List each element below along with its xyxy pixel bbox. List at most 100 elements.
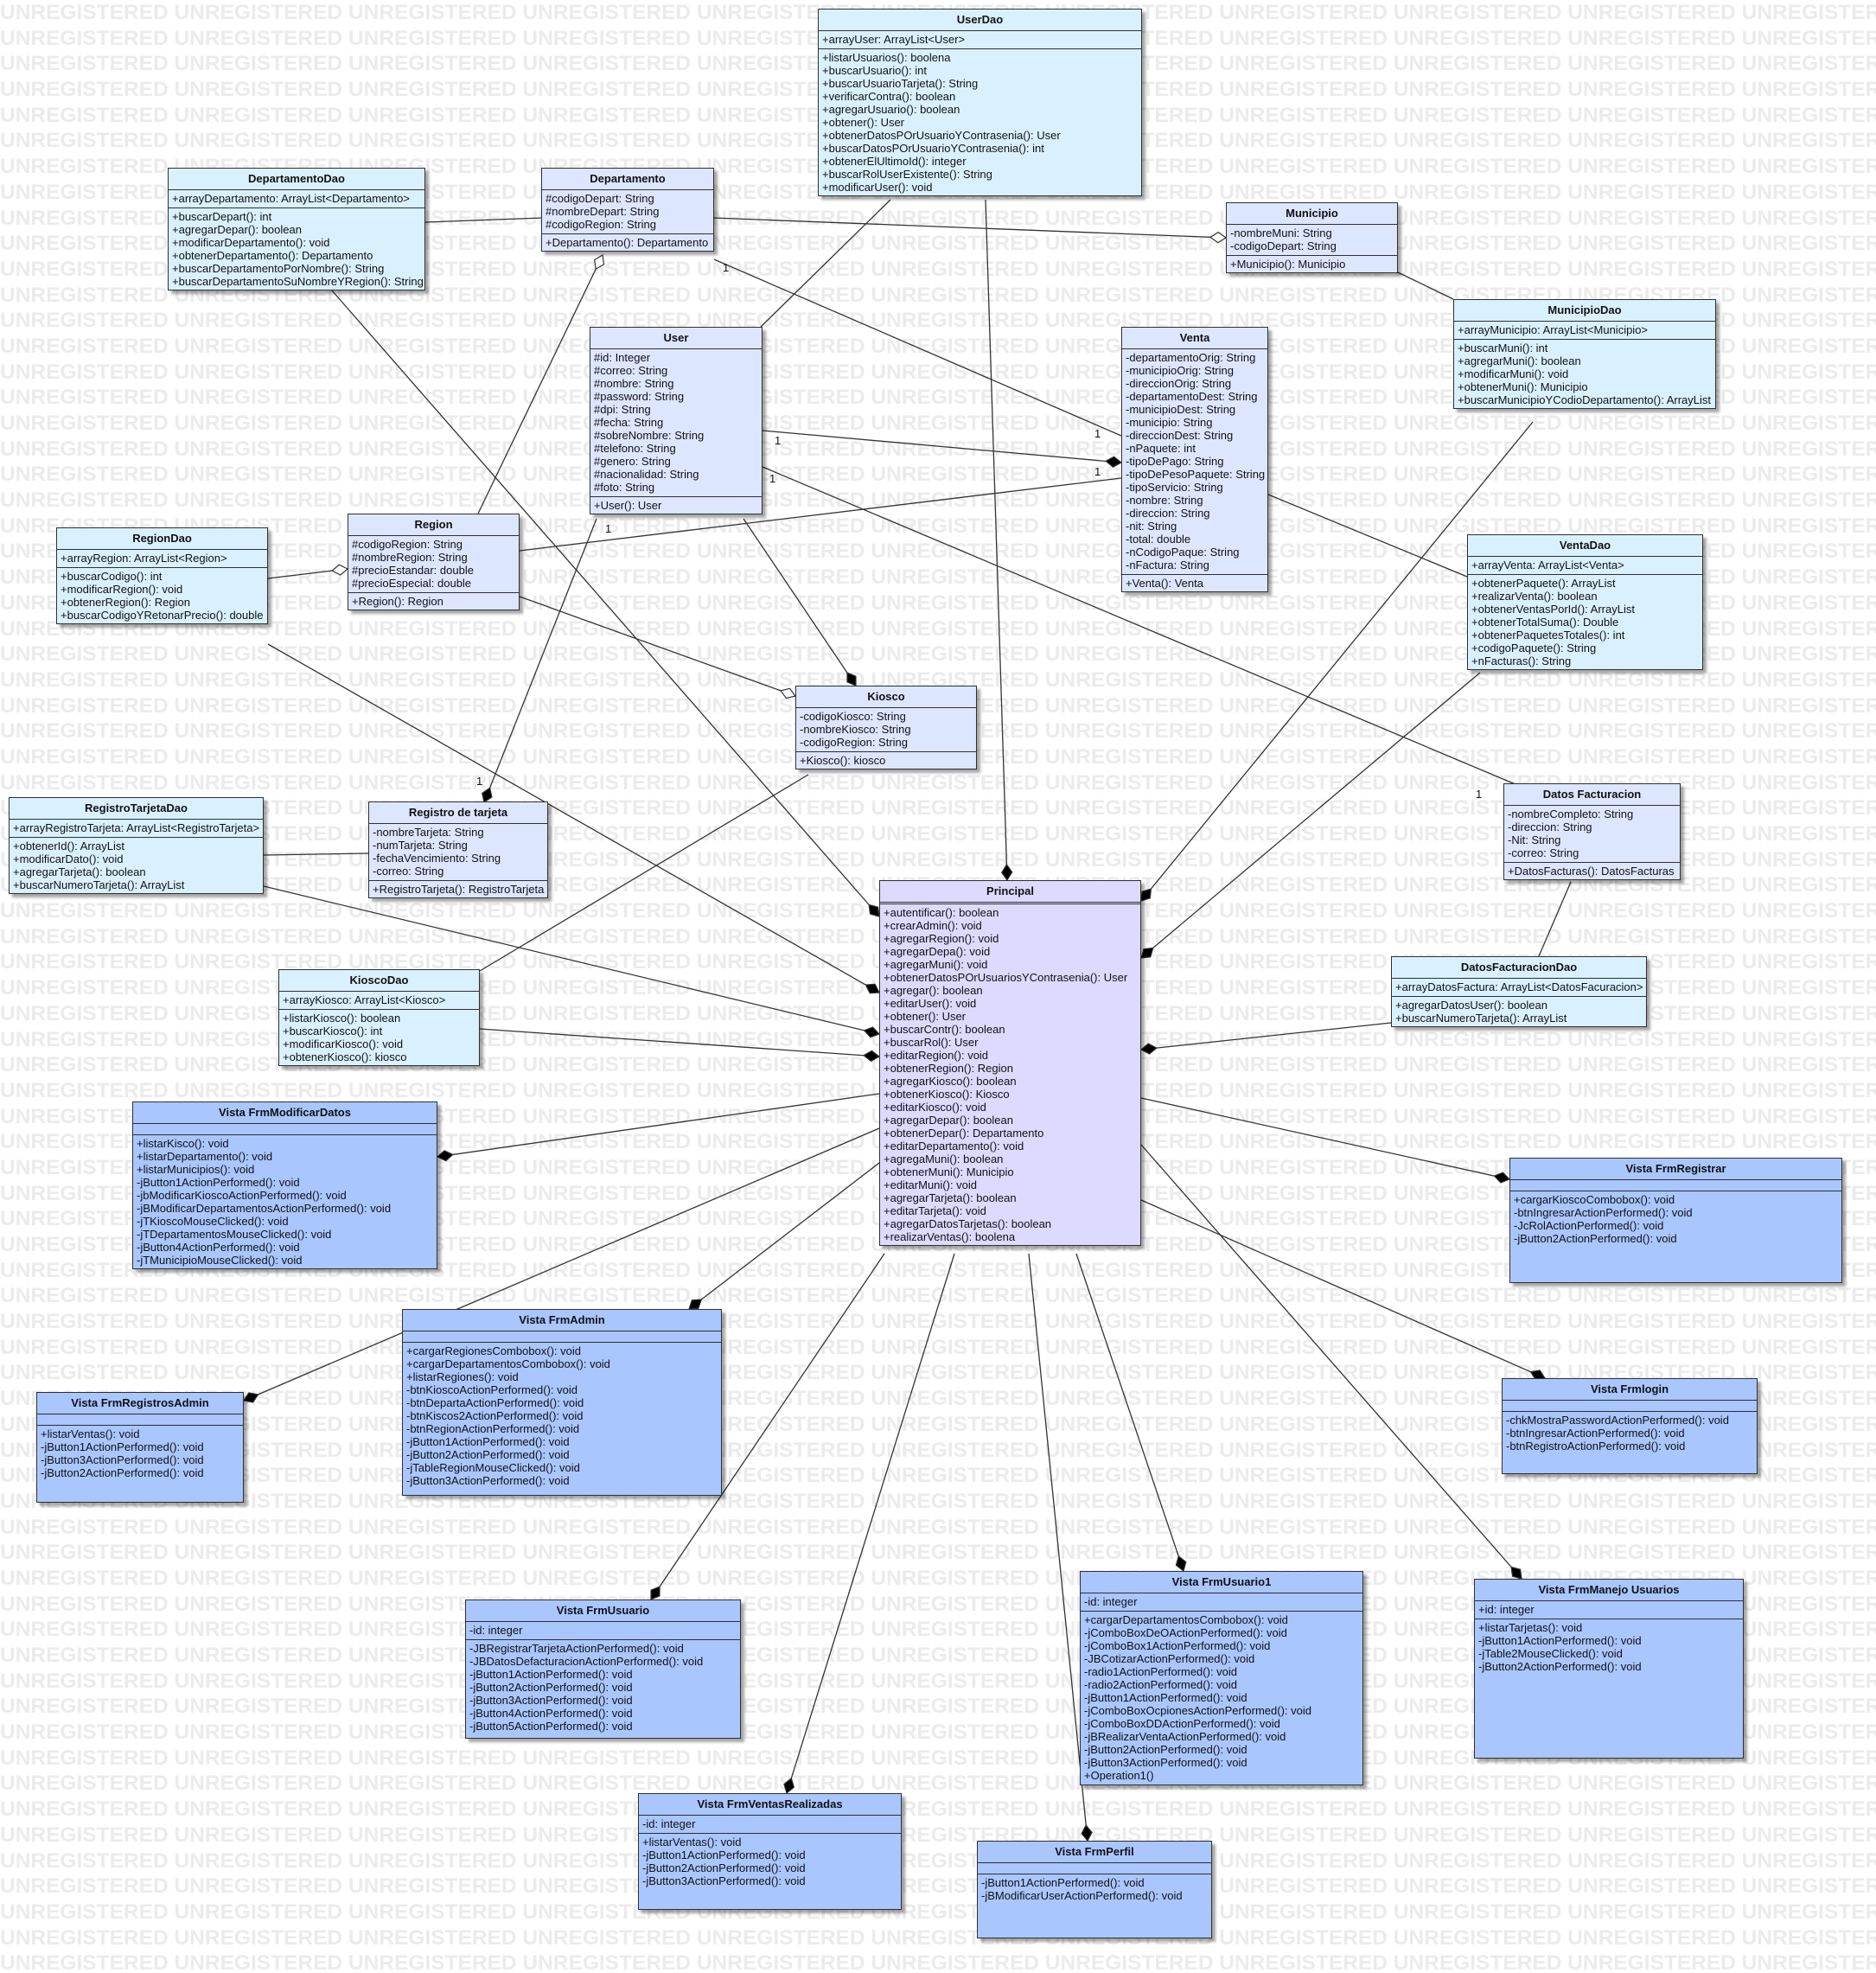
operation: -jButton1ActionPerformed(): void xyxy=(137,1176,300,1189)
operation: +buscarKiosco(): int xyxy=(283,1025,383,1038)
class-kioscodao[interactable]: KioscoDao+arrayKiosco: ArrayList<Kiosco>… xyxy=(278,969,480,1066)
class-frmusuario[interactable]: Vista FrmUsuario-id: integer-JBRegistrar… xyxy=(465,1599,741,1739)
class-name: Vista FrmAdmin xyxy=(403,1310,721,1331)
connector-line xyxy=(263,852,369,856)
class-frmregistrar[interactable]: Vista FrmRegistrar+cargarKioscoCombobox(… xyxy=(1509,1158,1842,1283)
attributes-compartment: +arrayKiosco: ArrayList<Kiosco> xyxy=(279,992,479,1010)
composition-diamond-icon xyxy=(1140,947,1154,959)
class-departamentodao[interactable]: DepartamentoDao+arrayDepartamento: Array… xyxy=(168,168,425,291)
operation: -jComboBoxOcpionesActionPerformed(): voi… xyxy=(1084,1704,1311,1717)
class-name: Kiosco xyxy=(796,686,976,708)
class-frmmanejousuarios[interactable]: Vista FrmManejo Usuarios+id: integer+lis… xyxy=(1474,1579,1744,1759)
connector-line xyxy=(713,217,1227,239)
class-regiondao[interactable]: RegionDao+arrayRegion: ArrayList<Region>… xyxy=(56,527,268,624)
attribute: #id: Integer xyxy=(594,351,651,364)
operation: +buscarRol(): User xyxy=(884,1036,979,1049)
operation: -jTKioscoMouseClicked(): void xyxy=(137,1215,289,1228)
class-kiosco[interactable]: Kiosco-codigoKiosco: String-nombreKiosco… xyxy=(795,686,977,769)
class-name: UserDao xyxy=(819,10,1141,31)
operation: +listarVentas(): void xyxy=(41,1427,140,1440)
operation: +buscarDatosPOrUsuarioYContrasenia(): in… xyxy=(822,142,1044,155)
operation: +agregarTarjeta(): boolean xyxy=(13,865,146,878)
multiplicity-label: 1 xyxy=(723,261,730,274)
attribute: -tipoDePesoPaquete: String xyxy=(1126,468,1266,481)
operation: +obtenerVentasPorId(): ArrayList xyxy=(1471,603,1635,616)
attributes-compartment: #id: Integer#correo: String#nombre: Stri… xyxy=(590,349,762,497)
connector-line xyxy=(1140,1097,1510,1180)
attribute: +arrayVenta: ArrayList<Venta> xyxy=(1471,559,1624,571)
composition-diamond-icon xyxy=(1510,1566,1522,1580)
connector-departamento-municipio xyxy=(713,217,1228,244)
watermark-row: UNREGISTERED UNREGISTERED UNREGISTERED U… xyxy=(0,1797,1876,1822)
connector-ventadao-principal xyxy=(1140,672,1481,959)
class-name: Municipio xyxy=(1227,203,1397,225)
attributes-compartment: -id: integer xyxy=(1081,1593,1362,1612)
class-venta[interactable]: Venta-departamentoOrig: String-municipio… xyxy=(1121,327,1268,592)
class-frmmodificardatos[interactable]: Vista FrmModificarDatos+listarKisco(): v… xyxy=(132,1101,437,1269)
watermark-row: UNREGISTERED UNREGISTERED UNREGISTERED U… xyxy=(0,1515,1876,1539)
attribute: -direccionDest: String xyxy=(1126,429,1234,442)
attribute: +arrayKiosco: ArrayList<Kiosco> xyxy=(283,993,446,1006)
class-municipio[interactable]: Municipio-nombreMuni: String-codigoDepar… xyxy=(1226,202,1398,273)
attribute: -numTarjeta: String xyxy=(373,839,468,852)
operation: -JBCotizarActionPerformed(): void xyxy=(1084,1652,1255,1665)
operation: +buscarUsuario(): int xyxy=(822,64,928,77)
watermark-row: UNREGISTERED UNREGISTERED UNREGISTERED U… xyxy=(0,1848,1876,1873)
operations-compartment: +obtenerPaquete(): ArrayList+realizarVen… xyxy=(1468,575,1702,669)
class-userdao[interactable]: UserDao+arrayUser: ArrayList<User>+lista… xyxy=(818,9,1142,196)
class-municipiodao[interactable]: MunicipioDao+arrayMunicipio: ArrayList<M… xyxy=(1453,299,1716,409)
class-departamento[interactable]: Departamento#codigoDepart: String#nombre… xyxy=(541,168,714,252)
attribute: -tipoDePago: String xyxy=(1126,455,1224,468)
class-frmperfil[interactable]: Vista FrmPerfil-jButton1ActionPerformed(… xyxy=(977,1841,1212,1938)
class-frmusuario1[interactable]: Vista FrmUsuario1-id: integer+cargarDepa… xyxy=(1080,1571,1363,1785)
operation: -jbModificarKioscoActionPerformed(): voi… xyxy=(137,1189,347,1202)
class-frmventasrealizadas[interactable]: Vista FrmVentasRealizadas-id: integer+li… xyxy=(638,1793,902,1910)
class-registrotarjetadao[interactable]: RegistroTarjetaDao+arrayRegistroTarjeta:… xyxy=(9,797,264,894)
class-frmregistrosadmin[interactable]: Vista FrmRegistrosAdmin+listarVentas(): … xyxy=(36,1392,244,1503)
attributes-compartment xyxy=(133,1124,437,1135)
operation: +buscarContr(): boolean xyxy=(884,1023,1005,1036)
class-frmlogin[interactable]: Vista Frmlogin-chkMostraPasswordActionPe… xyxy=(1502,1378,1758,1474)
operation: -jBRealizarVentaActionPerformed(): void xyxy=(1084,1730,1286,1743)
attribute: +arrayUser: ArrayList<User> xyxy=(822,33,966,46)
composition-diamond-icon xyxy=(1493,1172,1511,1184)
connector-datosfacturacion-datosfacturaciondao xyxy=(1538,881,1572,957)
composition-diamond-icon xyxy=(846,672,857,686)
class-user[interactable]: User#id: Integer#correo: String#nombre: … xyxy=(590,327,763,514)
watermark-row: UNREGISTERED UNREGISTERED UNREGISTERED U… xyxy=(0,1900,1876,1924)
operation: +listarKisco(): void xyxy=(137,1137,229,1150)
class-name: RegionDao xyxy=(57,528,267,550)
operation: +agregarUsuario(): boolean xyxy=(822,103,960,116)
class-ventadao[interactable]: VentaDao+arrayVenta: ArrayList<Venta>+ob… xyxy=(1467,534,1703,670)
operation: -jTable2MouseClicked(): void xyxy=(1478,1647,1623,1660)
connector-line xyxy=(1075,1253,1184,1572)
operation: +User(): User xyxy=(594,499,662,512)
class-principal[interactable]: Principal+autentificar(): boolean+crearA… xyxy=(879,880,1141,1246)
operation: +editarDepartamento(): void xyxy=(884,1140,1024,1153)
class-registrotarjeta[interactable]: Registro de tarjeta-nombreTarjeta: Strin… xyxy=(368,801,548,898)
composition-diamond-icon xyxy=(243,1392,259,1403)
attributes-compartment: +arrayDepartamento: ArrayList<Departamen… xyxy=(169,190,424,208)
class-datosfacturacion[interactable]: Datos Facturacion-nombreCompleto: String… xyxy=(1503,783,1681,880)
attribute: -fechaVencimiento: String xyxy=(373,852,501,865)
attribute: -nFactura: String xyxy=(1126,559,1209,571)
operation: -jTableRegionMouseClicked(): void xyxy=(406,1461,580,1474)
composition-diamond-icon xyxy=(863,1026,881,1038)
connector-principal-frmregistrar xyxy=(1140,1097,1511,1184)
class-datosfacturaciondao[interactable]: DatosFacturacionDao+arrayDatosFactura: A… xyxy=(1391,956,1647,1027)
operations-compartment: +buscarMuni(): int+agregarMuni(): boolea… xyxy=(1454,340,1715,408)
attribute: -id: integer xyxy=(469,1624,523,1637)
operation: +obtenerDatosPOrUsuarioYContrasenia(): U… xyxy=(822,129,1061,142)
operation: +obtener(): User xyxy=(822,116,905,129)
composition-diamond-icon xyxy=(436,1150,454,1162)
attribute: -total: double xyxy=(1126,533,1191,546)
operation: -JBRegistrarTarjetaActionPerformed(): vo… xyxy=(469,1642,684,1655)
attributes-compartment: +arrayDatosFactura: ArrayList<DatosFacur… xyxy=(1392,979,1646,997)
attributes-compartment xyxy=(1510,1180,1841,1191)
class-frmadmin[interactable]: Vista FrmAdmin+cargarRegionesCombobox():… xyxy=(402,1309,722,1496)
class-region[interactable]: Region#codigoRegion: String#nombreRegion… xyxy=(348,514,520,610)
watermark-row: UNREGISTERED UNREGISTERED UNREGISTERED U… xyxy=(0,1874,1876,1899)
attributes-compartment: +arrayRegistroTarjeta: ArrayList<Registr… xyxy=(10,820,263,838)
operation: +modificarKiosco(): void xyxy=(283,1038,404,1050)
class-name: DepartamentoDao xyxy=(169,169,424,190)
